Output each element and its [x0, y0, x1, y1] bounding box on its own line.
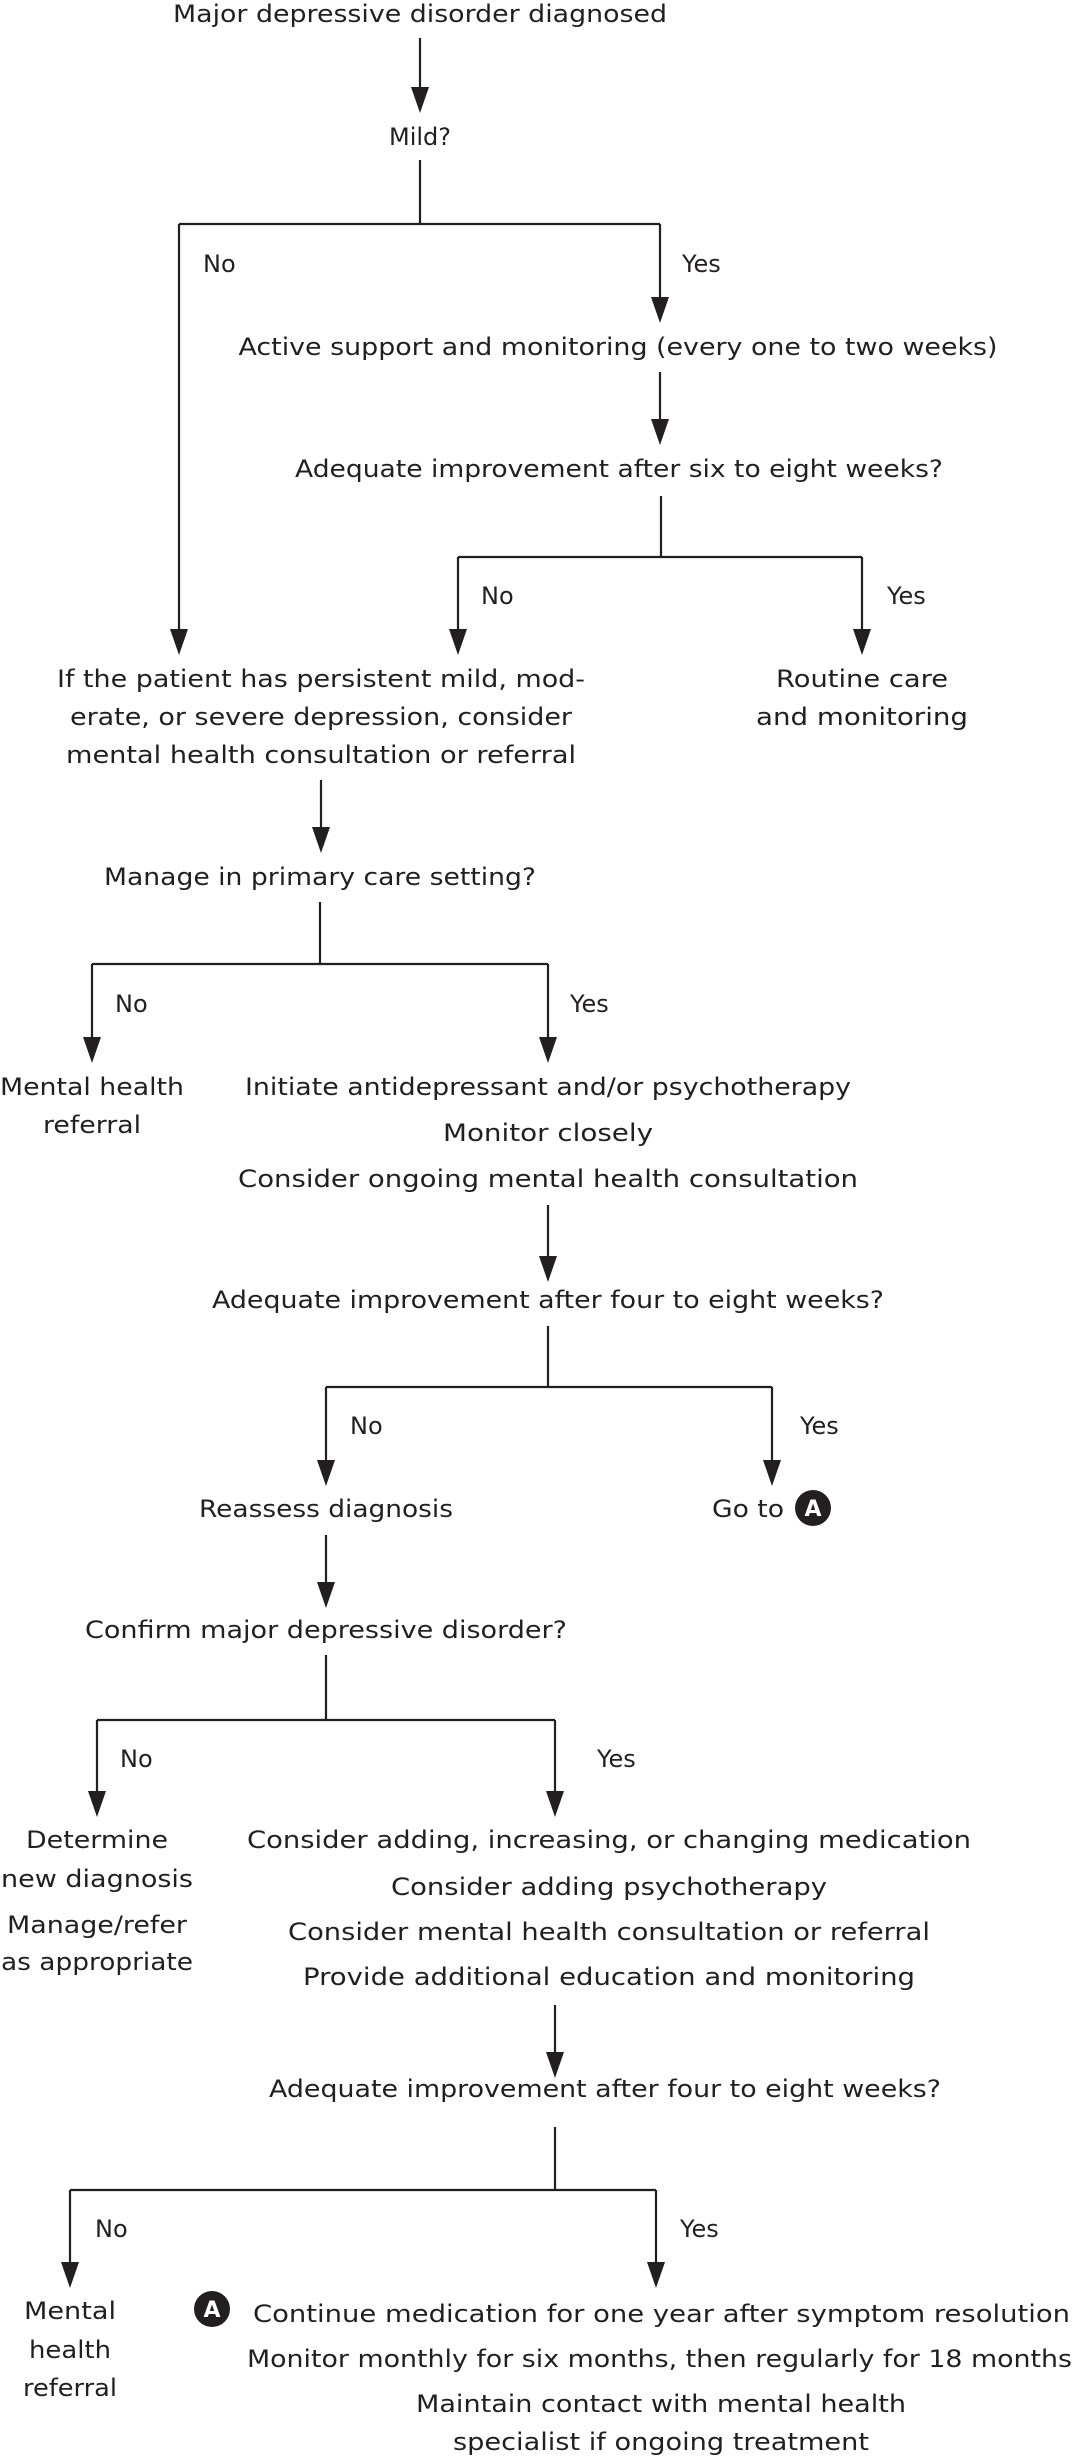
goto-text: Go to: [712, 1495, 784, 1523]
node-improvement-four-eight-second: Adequate improvement after four to eight…: [269, 2075, 941, 2103]
node-text-line: new diagnosis: [1, 1865, 193, 1893]
branch-label-yes: Yes: [681, 250, 721, 278]
arrowhead-icon: [312, 827, 330, 853]
arrowhead-icon: [539, 1256, 557, 1282]
arrowhead-icon: [317, 1460, 335, 1486]
node-routine-care: Routine care and monitoring: [756, 665, 968, 731]
arrowhead-icon: [763, 1460, 781, 1486]
node-reassess-diagnosis: Reassess diagnosis: [199, 1495, 453, 1523]
node-text-line: Continue medication for one year after s…: [253, 2300, 1070, 2328]
node-mild-question: Mild?: [389, 123, 451, 151]
arrowhead-icon: [449, 629, 467, 655]
node-text-line: Monitor monthly for six months, then reg…: [247, 2345, 1072, 2373]
node-text-line: Consider ongoing mental health consultat…: [238, 1165, 858, 1193]
branch-label-yes: Yes: [679, 2215, 719, 2243]
node-manage-primary-care: Manage in primary care setting?: [104, 863, 536, 891]
arrowhead-icon: [539, 1037, 557, 1063]
node-new-diagnosis: Determine new diagnosis Manage/refer as …: [1, 1826, 193, 1976]
node-persistent-depression: If the patient has persistent mild, mod-…: [57, 665, 585, 769]
node-active-support: Active support and monitoring (every one…: [239, 333, 998, 361]
node-text-line: Consider adding psychotherapy: [391, 1873, 827, 1901]
arrowhead-icon: [651, 297, 669, 323]
node-text-line: referral: [23, 2374, 117, 2402]
branch-label-yes: Yes: [569, 990, 609, 1018]
arrowhead-icon: [170, 629, 188, 655]
node-text-line: Provide additional education and monitor…: [303, 1963, 915, 1991]
node-text-line: health: [29, 2336, 111, 2364]
branch-label-no: No: [115, 990, 148, 1018]
badge-a-label: A: [804, 1497, 821, 1522]
node-text-line: referral: [43, 1111, 141, 1139]
node-text-line: If the patient has persistent mild, mod-: [57, 665, 585, 693]
node-go-to-a: Go to A: [712, 1490, 831, 1526]
node-adjust-treatment: Consider adding, increasing, or changing…: [247, 1826, 971, 1991]
node-confirm-mdd: Confirm major depressive disorder?: [85, 1616, 567, 1644]
node-text-line: Consider mental health consultation or r…: [288, 1918, 930, 1946]
branch-label-no: No: [120, 1745, 153, 1773]
branch-label-no: No: [95, 2215, 128, 2243]
branch-label-yes: Yes: [799, 1412, 839, 1440]
branch-label-no: No: [481, 582, 514, 610]
node-improvement-six-eight: Adequate improvement after six to eight …: [295, 455, 943, 483]
connectors: [61, 38, 871, 2288]
node-text-line: and monitoring: [756, 703, 968, 731]
branch-label-yes: Yes: [596, 1745, 636, 1773]
badge-a-icon[interactable]: A: [795, 1490, 831, 1526]
branch-label-no: No: [350, 1412, 383, 1440]
node-mental-health-referral-final: Mental health referral: [23, 2297, 117, 2402]
node-initiate-treatment: Initiate antidepressant and/or psychothe…: [238, 1073, 858, 1193]
badge-a-icon: A: [194, 2291, 230, 2327]
arrowhead-icon: [88, 1791, 106, 1817]
node-improvement-four-eight: Adequate improvement after four to eight…: [212, 1286, 884, 1314]
node-text-line: Manage/refer: [7, 1911, 187, 1939]
branch-label-no: No: [203, 250, 236, 278]
node-text-line: erate, or severe depression, consider: [70, 703, 572, 731]
node-text-line: Maintain contact with mental health: [416, 2390, 906, 2418]
node-text-line: specialist if ongoing treatment: [453, 2428, 869, 2456]
node-text-line: Determine: [26, 1826, 168, 1854]
node-text-line: Mental: [24, 2297, 116, 2325]
arrowhead-icon: [546, 1791, 564, 1817]
arrowhead-icon: [853, 629, 871, 655]
node-text-line: Mental health: [0, 1073, 184, 1101]
node-text-line: Routine care: [776, 665, 948, 693]
node-text-line: Consider adding, increasing, or changing…: [247, 1826, 971, 1854]
node-maintenance: A Continue medication for one year after…: [194, 2291, 1072, 2456]
arrowhead-icon: [61, 2262, 79, 2288]
node-text-line: Monitor closely: [443, 1119, 653, 1147]
node-mental-health-referral: Mental health referral: [0, 1073, 184, 1139]
node-text-line: Initiate antidepressant and/or psychothe…: [245, 1073, 851, 1101]
node-text-line: as appropriate: [1, 1948, 193, 1976]
node-diagnosed: Major depressive disorder diagnosed: [173, 0, 667, 28]
arrowhead-icon: [83, 1037, 101, 1063]
arrowhead-icon: [411, 87, 429, 113]
arrowhead-icon: [647, 2262, 665, 2288]
arrowhead-icon: [317, 1582, 335, 1608]
arrowhead-icon: [651, 419, 669, 445]
node-text-line: mental health consultation or referral: [66, 741, 576, 769]
badge-a-label: A: [203, 2298, 220, 2323]
branch-label-yes: Yes: [886, 582, 926, 610]
